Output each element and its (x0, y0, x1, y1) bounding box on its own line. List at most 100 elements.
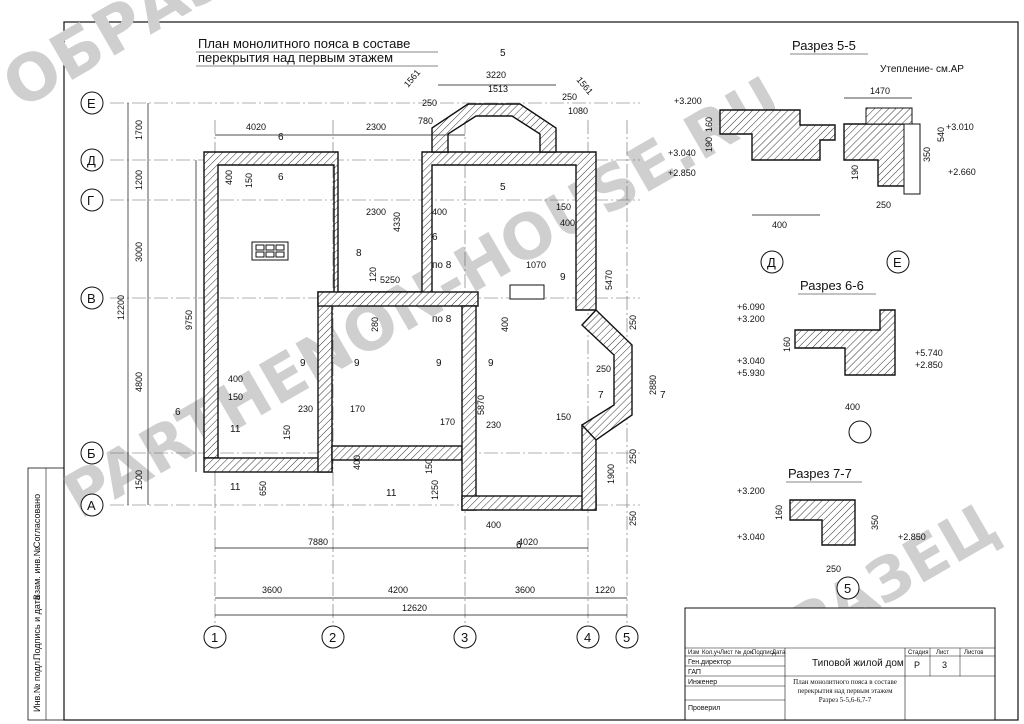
drawing-label: Разрез 5-5 (792, 38, 856, 53)
drawing-label: 400 (500, 317, 510, 332)
drawing-label: Проверил (688, 705, 720, 712)
drawing-label: 2300 (366, 122, 386, 132)
drawing-label: 150 (244, 173, 254, 188)
drawing-label: 250 (628, 511, 638, 526)
drawing-label: Подпись и дата (32, 595, 42, 660)
drawing-label: 1561 (574, 75, 595, 97)
plan-title-line1: План монолитного пояса в составе (198, 36, 410, 51)
drawing-label: 2300 (366, 207, 386, 217)
drawing-label: +5.740 (915, 348, 943, 358)
drawing-label: 9 (354, 358, 360, 369)
drawing-label: 780 (418, 116, 433, 126)
axis-2: 2 (329, 630, 336, 645)
drawing-label: Лист (720, 650, 733, 656)
drawing-label: 150 (282, 425, 292, 440)
drawing-label: +2.660 (948, 167, 976, 177)
drawing-label: +2.850 (668, 168, 696, 178)
axis-e: Е (87, 96, 96, 111)
drawing-label: Инв.№ подл. (32, 658, 42, 712)
drawing-label: 5250 (380, 275, 400, 285)
drawing-label: 230 (486, 420, 501, 430)
drawing-label: Разрез 6-6 (800, 278, 864, 293)
drawing-label: 1220 (595, 585, 615, 595)
drawing-label: 4200 (388, 585, 408, 595)
drawing-label: 350 (922, 147, 932, 162)
drawing-label: 280 (370, 317, 380, 332)
drawing-label: 5470 (604, 270, 614, 290)
drawing-label: 150 (556, 202, 571, 212)
drawing-label: по 8 (432, 314, 452, 325)
drawing-label: 1700 (134, 120, 144, 140)
drawing-label: 6 (278, 132, 284, 143)
drawing-label: 1561 (402, 68, 423, 90)
drawing-label: +2.850 (898, 532, 926, 542)
drawing-label: Кол.уч (702, 650, 720, 656)
drawing-label: 400 (224, 170, 234, 185)
drawing-label: 400 (845, 402, 860, 412)
drawing-label: 6 (175, 407, 181, 418)
drawing-label: +3.040 (737, 356, 765, 366)
drawing-label: 250 (876, 200, 891, 210)
drawing-label: 7880 (308, 537, 328, 547)
drawing-label: 230 (298, 404, 313, 414)
drawing-label: 11 (386, 488, 397, 499)
drawing-label: 150 (228, 392, 243, 402)
dimension-lines (127, 84, 627, 616)
drawing-label: Взам. инв.№ (32, 546, 42, 600)
drawing-label: +3.200 (737, 486, 765, 496)
drawing-label: ГАП (688, 669, 701, 676)
drawing-label: 250 (628, 315, 638, 330)
drawing-label: 1250 (430, 480, 440, 500)
drawing-label: Р (914, 660, 920, 670)
drawing-label: 400 (772, 220, 787, 230)
drawing-label: 400 (352, 455, 362, 470)
drawing-label: 160 (782, 337, 792, 352)
drawing-label: Согласовано (32, 494, 42, 548)
drawing-label: 9750 (184, 310, 194, 330)
axis-a: А (87, 498, 96, 513)
drawing-label: 250 (826, 564, 841, 574)
axis-1: 1 (211, 630, 218, 645)
drawing-label: 1070 (526, 260, 546, 270)
drawing-label: 1200 (134, 170, 144, 190)
title-block: Изм Кол.уч Лист № док. Подпись Дата Ген.… (684, 607, 996, 721)
drawing-label: 5 (844, 581, 851, 596)
sheet-frame (63, 21, 1019, 721)
drawing-label: 5 (500, 48, 506, 59)
drawing-label: 1513 (488, 84, 508, 94)
drawing-label: Е (893, 255, 902, 270)
drawing-label: 6 (278, 172, 284, 183)
drawing-label: 400 (486, 520, 501, 530)
drawing-label: 250 (596, 364, 611, 374)
drawing-label: 7 (660, 390, 666, 401)
axis-v: В (87, 291, 96, 306)
drawing-label: 9 (560, 272, 566, 283)
drawing-label: по 8 (432, 260, 452, 271)
drawing-label: 150 (424, 459, 434, 474)
sheet-description: План монолитного пояса в составе перекры… (793, 678, 897, 704)
drawing-label: Подпись (752, 650, 776, 656)
drawing-label: 400 (432, 207, 447, 217)
drawing-label: 650 (258, 481, 268, 496)
drawing-label: +3.010 (946, 122, 974, 132)
drawing-label: 7 (598, 390, 604, 401)
drawing-label: 1500 (134, 470, 144, 490)
drawing-label: 170 (440, 417, 455, 427)
drawing-label: Изм (688, 650, 699, 656)
side-stamp: Согласовано Взам. инв.№ Подпись и дата И… (27, 467, 65, 721)
drawing-label: 3 (942, 660, 947, 670)
drawing-label: 2880 (648, 375, 658, 395)
drawing-label: Утепление- см.АР (880, 64, 964, 75)
drawing-label: +3.200 (674, 96, 702, 106)
drawing-label: 9 (488, 358, 494, 369)
drawing-label: 11 (230, 482, 241, 493)
drawing-label: 3600 (515, 585, 535, 595)
drawing-label: 11 (230, 424, 241, 435)
drawing-label: 250 (562, 92, 577, 102)
drawing-label: 1900 (606, 464, 616, 484)
drawing-label: 6 (516, 540, 522, 551)
drawing-label: 250 (628, 449, 638, 464)
axis-3: 3 (461, 630, 468, 645)
drawing-label: 9 (300, 358, 306, 369)
